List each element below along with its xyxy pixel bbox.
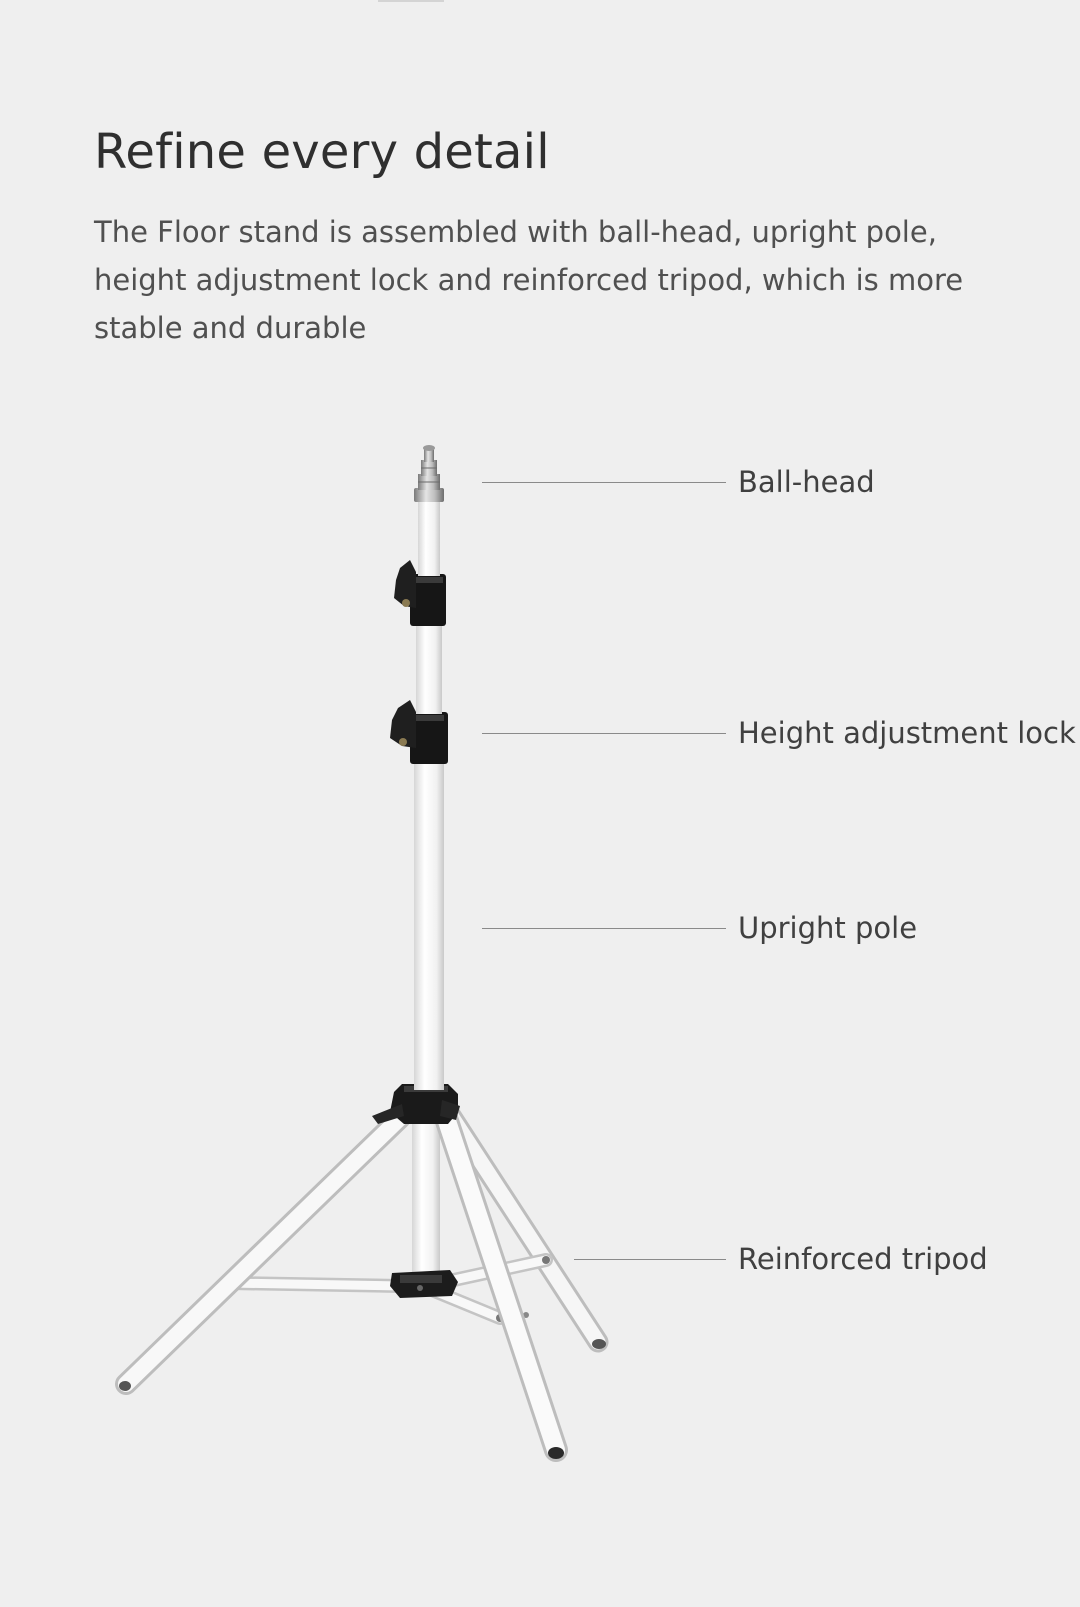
callout-line-ball-head	[482, 482, 726, 483]
front-leg	[432, 1100, 568, 1462]
top-divider	[378, 0, 444, 2]
height-lock-lower	[390, 700, 448, 764]
spreader-hub	[390, 1270, 458, 1298]
left-leg	[115, 1107, 411, 1395]
height-lock-upper	[394, 560, 446, 626]
callout-line-tripod	[574, 1259, 726, 1260]
callout-tripod: Reinforced tripod	[738, 1242, 988, 1276]
callout-height-lock: Height adjustment lock	[738, 716, 1076, 750]
ball-head-spigot	[414, 445, 444, 502]
callout-ball-head: Ball-head	[738, 465, 875, 499]
callout-upright-pole: Upright pole	[738, 911, 918, 945]
page-title: Refine every detail	[94, 124, 550, 180]
callout-line-upright-pole	[482, 928, 726, 929]
rear-leg	[435, 1097, 609, 1353]
lower-pole	[412, 1100, 440, 1280]
top-pole	[418, 500, 440, 576]
product-description: The Floor stand is assembled with ball-h…	[94, 215, 964, 345]
upright-pole	[414, 760, 444, 1090]
middle-pole	[416, 624, 442, 714]
callout-line-height-lock	[482, 733, 726, 734]
